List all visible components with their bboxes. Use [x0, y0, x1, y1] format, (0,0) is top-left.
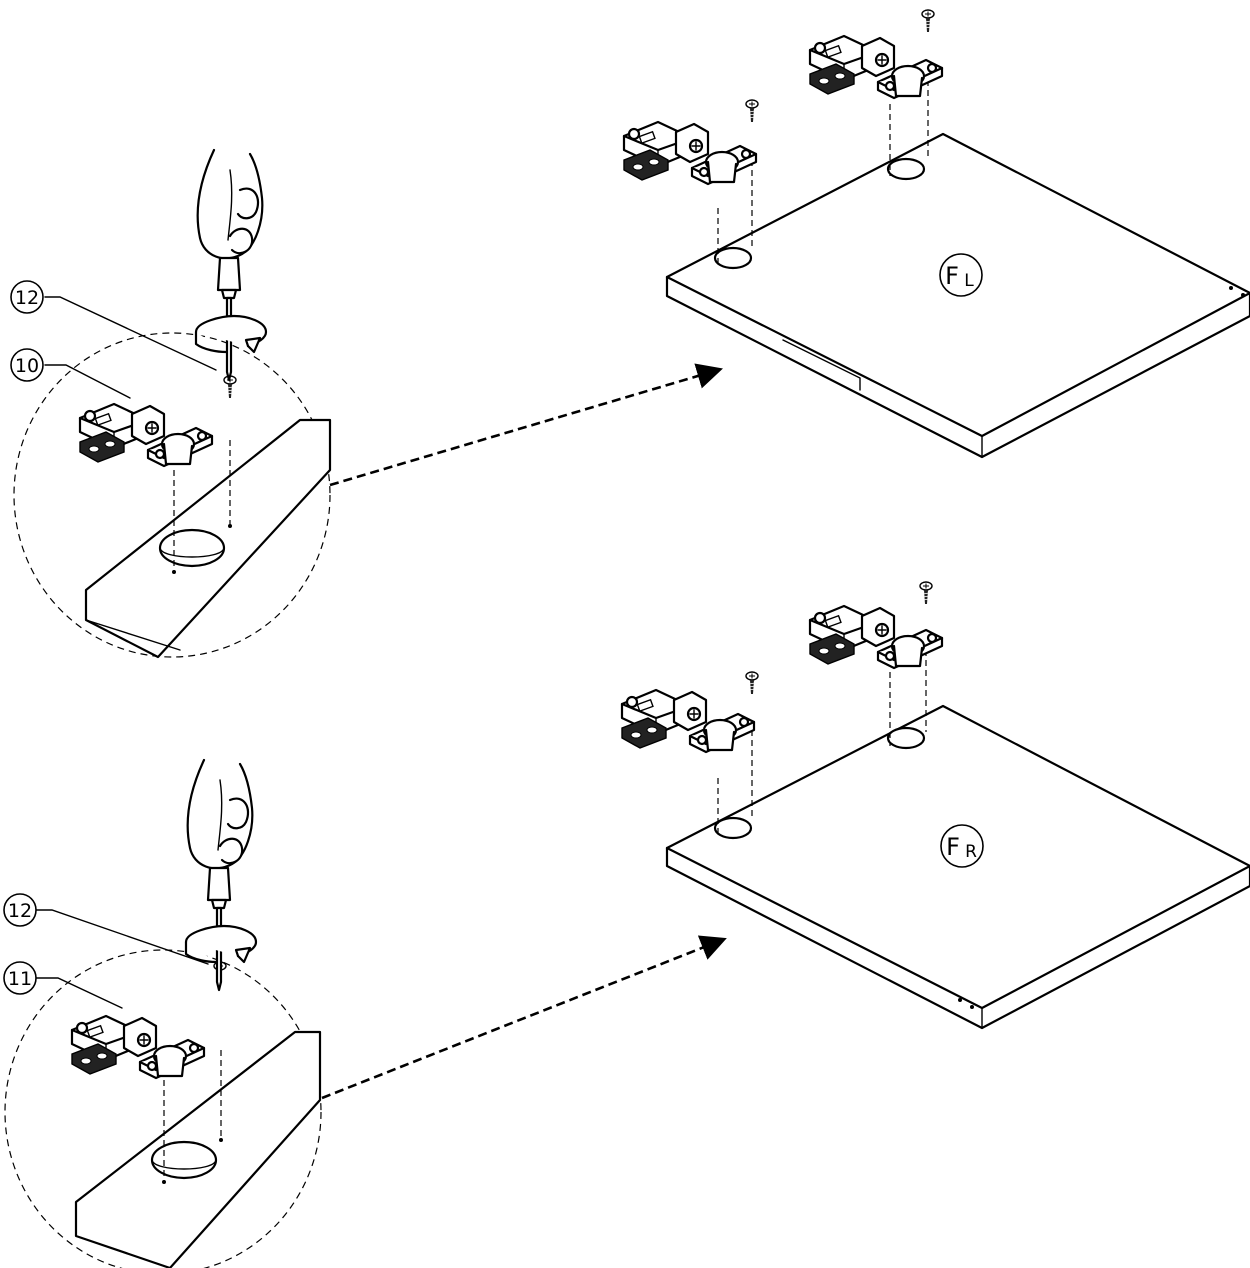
panel-right-door: F R [620, 581, 1250, 1030]
transfer-arrow [321, 935, 727, 1100]
bottom-detail-view: 12 11 [3, 758, 322, 1268]
panel-label-letter: F [945, 262, 959, 290]
screw-icon [745, 99, 759, 123]
hinge-icon [622, 120, 758, 186]
hinge-icon [70, 1014, 206, 1080]
callout-hinge: 11 [8, 968, 32, 990]
transfer-arrow [329, 363, 723, 487]
panel-label-letter: F [946, 833, 960, 861]
panel-label-subscript: R [965, 842, 977, 862]
hinge-icon [78, 402, 214, 468]
top-detail-view: 12 10 [10, 148, 332, 659]
callout-hinge: 10 [15, 355, 39, 377]
hinge-icon [620, 688, 756, 754]
screw-icon [745, 671, 759, 695]
screw-icon [919, 581, 933, 605]
screw-icon [921, 9, 935, 33]
detail-circle [4, 949, 322, 1268]
panel-left-door: F L [622, 9, 1250, 459]
hinge-icon [808, 604, 944, 670]
callout-screw: 12 [15, 287, 39, 309]
callout-screw: 12 [8, 900, 32, 922]
cup-hole [158, 528, 226, 568]
hinge-icon [808, 34, 944, 100]
detail-circle [13, 332, 331, 658]
panel-label-subscript: L [964, 271, 974, 291]
